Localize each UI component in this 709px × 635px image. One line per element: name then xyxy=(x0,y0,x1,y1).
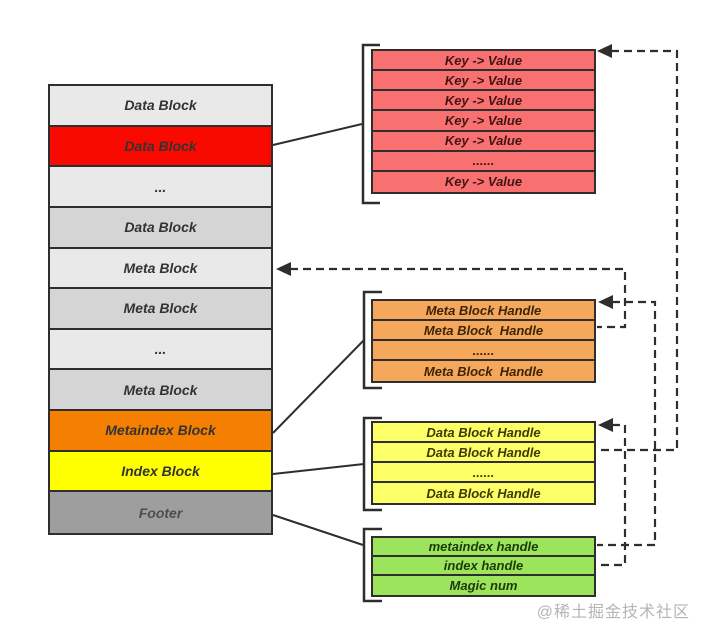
stack-row-ellipsis-1: ... xyxy=(50,167,271,208)
arrowhead-left-icon xyxy=(597,44,612,58)
data-handle-row: Data Block Handle xyxy=(373,443,594,463)
watermark: @稀土掘金技术社区 xyxy=(536,604,690,621)
bracket-data-detail xyxy=(361,43,380,205)
data-handle-row: Data Block Handle xyxy=(373,483,594,503)
stack-row-footer: Footer xyxy=(50,492,271,533)
data-handle-row: Data Block Handle xyxy=(373,423,594,443)
meta-handle-row: Meta Block Handle xyxy=(373,321,594,341)
sstable-stack: Data Block Data Block ... Data Block Met… xyxy=(48,84,273,535)
stack-row-index-block: Index Block xyxy=(50,451,271,493)
stack-row-meta-block-1: Meta Block xyxy=(50,248,271,290)
arrowhead-left-icon xyxy=(598,295,613,309)
index-detail-box: Data Block Handle Data Block Handle ....… xyxy=(371,421,596,505)
meta-handle-row-ellipsis: ...... xyxy=(373,341,594,361)
stack-row-ellipsis-2: ... xyxy=(50,329,271,371)
path-indexhandle-to-index xyxy=(597,423,627,567)
data-block-detail-box: Key -> Value Key -> Value Key -> Value K… xyxy=(371,49,596,194)
stack-row-data-block-n: Data Block xyxy=(50,207,271,249)
line-datablock-to-detail xyxy=(272,123,363,146)
kv-row: Key -> Value xyxy=(373,51,594,72)
footer-row-index-handle: index handle xyxy=(373,557,594,576)
arrowhead-left-icon xyxy=(276,262,291,276)
path-datahandle-to-datablock xyxy=(597,49,679,452)
arrowhead-left-icon xyxy=(598,418,613,432)
kv-row-ellipsis: ...... xyxy=(373,151,594,172)
stack-row-data-block-2: Data Block xyxy=(50,126,271,168)
kv-row: Key -> Value xyxy=(373,111,594,132)
stack-row-meta-block-2: Meta Block xyxy=(50,289,271,330)
bracket-index-detail xyxy=(362,416,382,512)
meta-handle-row: Meta Block Handle xyxy=(373,361,594,381)
footer-row-metaindex-handle: metaindex handle xyxy=(373,538,594,557)
kv-row: Key -> Value xyxy=(373,171,594,192)
kv-row: Key -> Value xyxy=(373,91,594,112)
line-indexblock-to-detail xyxy=(272,463,365,475)
line-metaindex-to-detail xyxy=(272,339,365,434)
data-handle-row-ellipsis: ...... xyxy=(373,463,594,483)
footer-detail-box: metaindex handle index handle Magic num xyxy=(371,536,596,597)
meta-handle-row: Meta Block Handle xyxy=(373,301,594,321)
line-footer-to-detail xyxy=(272,514,364,546)
bracket-footer-detail xyxy=(362,527,382,603)
stack-row-meta-block-n: Meta Block xyxy=(50,370,271,412)
kv-row: Key -> Value xyxy=(373,71,594,92)
path-metahandle-to-metablock xyxy=(290,267,627,329)
metaindex-detail-box: Meta Block Handle Meta Block Handle ....… xyxy=(371,299,596,383)
bracket-meta-detail xyxy=(362,290,382,390)
stack-row-metaindex-block: Metaindex Block xyxy=(50,411,271,452)
kv-row: Key -> Value xyxy=(373,131,594,152)
stack-row-data-block-1: Data Block xyxy=(50,86,271,127)
footer-row-magic-num: Magic num xyxy=(373,576,594,595)
